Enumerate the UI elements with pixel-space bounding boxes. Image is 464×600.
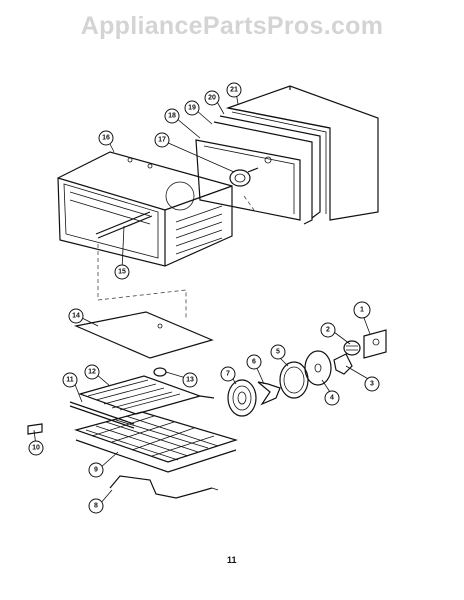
svg-text:1: 1	[360, 307, 364, 314]
svg-text:20: 20	[208, 95, 216, 102]
callout-19: 19	[184, 100, 200, 116]
fan-plate	[279, 361, 309, 399]
callout-2: 2	[320, 322, 336, 338]
svg-text:18: 18	[168, 113, 176, 120]
callout-14: 14	[68, 308, 84, 324]
svg-text:10: 10	[32, 445, 40, 452]
callout-5: 5	[270, 344, 286, 360]
svg-text:15: 15	[118, 269, 126, 276]
cabinet-liner	[213, 115, 321, 225]
callout-3: 3	[364, 376, 380, 392]
callout-6: 6	[246, 354, 262, 370]
upper-heating-element	[78, 375, 215, 415]
light-socket	[229, 167, 259, 187]
watermark-text: AppliancePartsPros.com	[80, 12, 384, 40]
callout-8: 8	[88, 498, 104, 514]
side-rail	[69, 401, 135, 429]
element-clip	[153, 367, 167, 377]
callout-18: 18	[164, 108, 180, 124]
svg-text:4: 4	[330, 395, 334, 402]
outer-cabinet	[225, 85, 379, 221]
callout-1: 1	[353, 301, 371, 319]
svg-text:7: 7	[226, 371, 230, 378]
callout-12: 12	[84, 364, 100, 380]
back-panel	[195, 139, 301, 221]
baffle	[304, 350, 332, 386]
svg-text:14: 14	[72, 313, 80, 320]
svg-text:3: 3	[370, 381, 374, 388]
cavity-heater-bar	[95, 211, 153, 239]
guide-lines	[97, 195, 255, 318]
callout-9: 9	[88, 462, 104, 478]
oven-cavity	[57, 151, 233, 267]
svg-text:12: 12	[88, 369, 96, 376]
lower-heating-element	[109, 475, 219, 499]
svg-text:17: 17	[158, 137, 166, 144]
callout-7: 7	[220, 366, 236, 382]
svg-text:19: 19	[188, 105, 196, 112]
callout-13: 13	[182, 372, 198, 388]
callout-21: 21	[226, 82, 242, 98]
callout-20: 20	[204, 90, 220, 106]
svg-text:9: 9	[94, 467, 98, 474]
callout-15: 15	[114, 264, 130, 280]
fan-blade	[257, 381, 281, 406]
motor-bracket	[363, 329, 387, 359]
callout-10: 10	[28, 440, 44, 456]
rack-clip	[27, 423, 43, 435]
svg-text:21: 21	[230, 87, 238, 94]
svg-text:8: 8	[94, 503, 98, 510]
callout-16: 16	[98, 130, 114, 146]
page-number: 11	[227, 555, 237, 565]
svg-text:11: 11	[66, 377, 74, 384]
fan-motor	[343, 340, 361, 356]
callout-4: 4	[324, 390, 340, 406]
callout-11: 11	[62, 372, 78, 388]
svg-text:5: 5	[276, 349, 280, 356]
svg-text:13: 13	[186, 377, 194, 384]
oven-rack	[73, 411, 239, 473]
callout-17: 17	[154, 132, 170, 148]
svg-text:2: 2	[326, 327, 330, 334]
bottom-plate	[73, 311, 214, 359]
svg-text:6: 6	[252, 359, 256, 366]
fan-cover	[227, 379, 257, 417]
svg-text:16: 16	[102, 135, 110, 142]
rear-fan-blade	[333, 353, 353, 375]
